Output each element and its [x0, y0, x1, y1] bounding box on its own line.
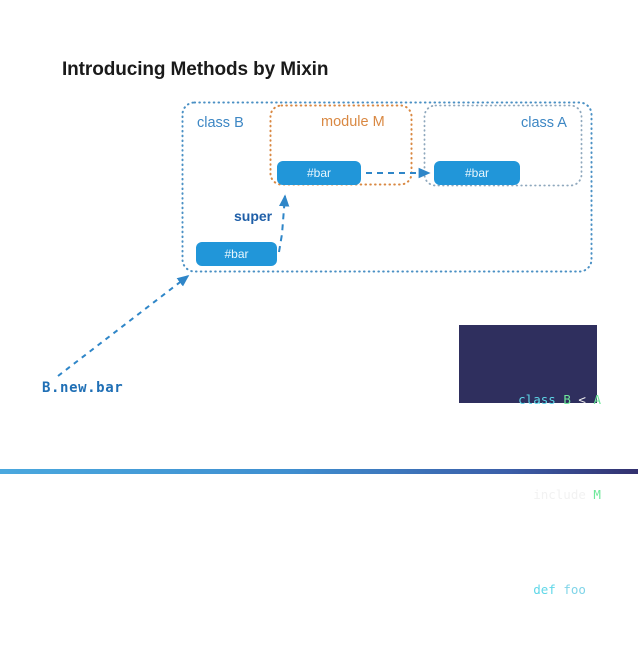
- annotation-super: super: [234, 208, 273, 224]
- code-token-a: A: [593, 392, 601, 407]
- container-label-class-b: class B: [197, 115, 244, 131]
- container-label-module-m: module M: [321, 114, 385, 130]
- code-token-def: def: [518, 582, 564, 597]
- method-pill-class-a-bar[interactable]: #bar: [434, 161, 520, 185]
- page-title: Introducing Methods by Mixin: [62, 59, 329, 80]
- arrow-b-bar-to-m-bar: [278, 194, 290, 253]
- container-label-class-a: class A: [521, 115, 567, 131]
- method-pill-module-m-bar[interactable]: #bar: [277, 161, 361, 185]
- code-line-3: def foo: [473, 561, 597, 618]
- slide-canvas: Introducing Methods by Mixin class B mod…: [0, 59, 638, 597]
- code-token-foo: foo: [563, 582, 586, 597]
- code-token-b: B: [563, 392, 579, 407]
- code-token-lt: <: [578, 392, 594, 407]
- arrow-entry-to-class-b: [57, 275, 190, 377]
- annotation-entry-call: B.new.bar: [42, 380, 124, 396]
- code-token-include: include: [518, 487, 594, 502]
- code-token-class: class: [518, 392, 564, 407]
- code-token-m: M: [593, 487, 601, 502]
- code-line-1: class B < A: [473, 371, 601, 428]
- footer-rule: [0, 469, 638, 474]
- code-line-2: include M: [473, 466, 601, 523]
- code-snippet: class B < A include M def foo: [459, 325, 601, 597]
- method-pill-class-b-bar[interactable]: #bar: [196, 242, 277, 266]
